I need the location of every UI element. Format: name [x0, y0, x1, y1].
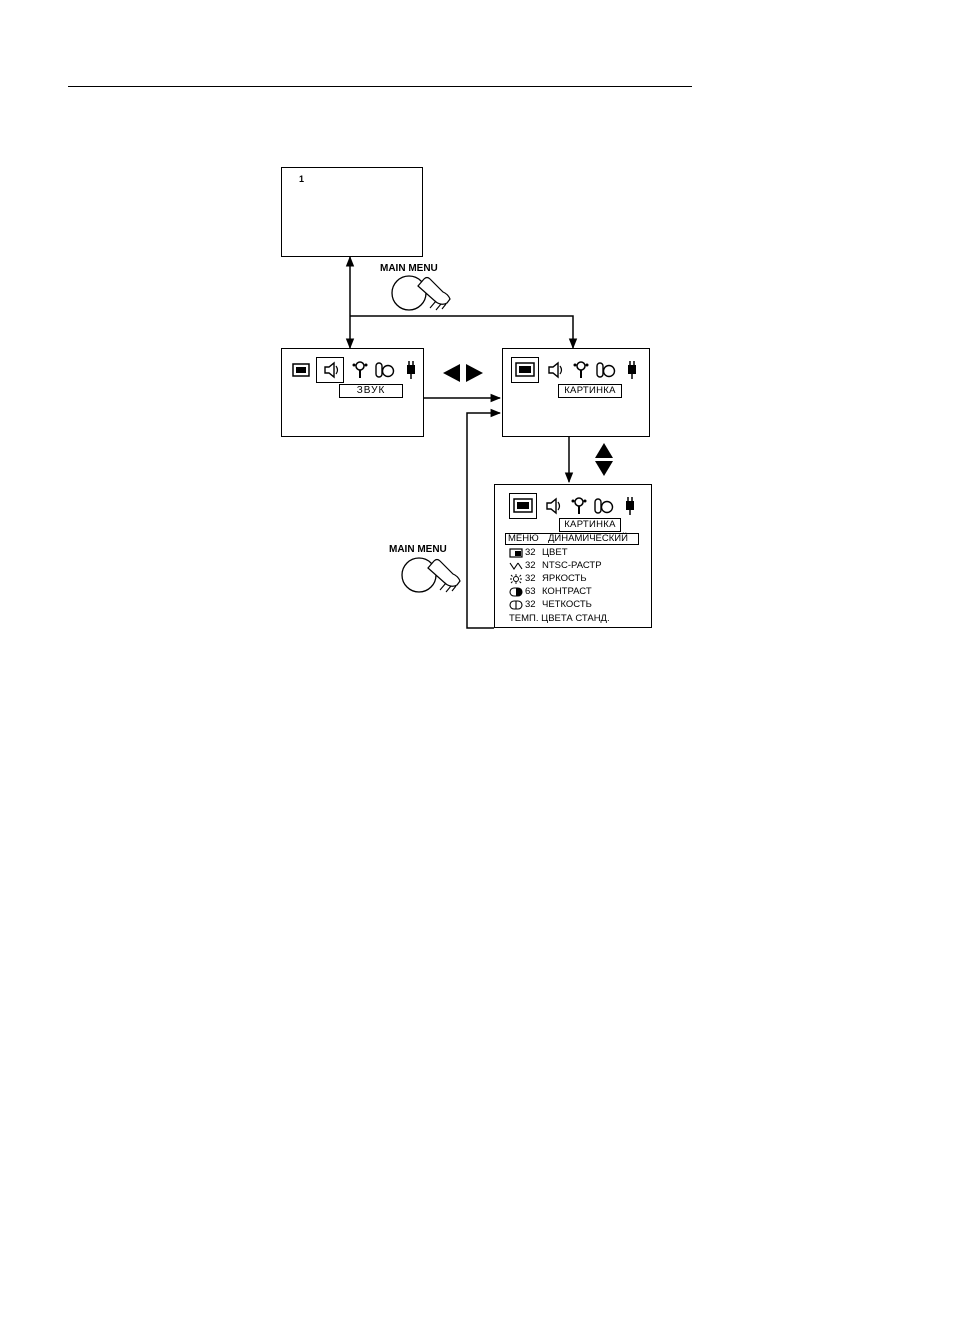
mode-value: ДИНАМИЧЕСКИЙ	[548, 533, 628, 544]
main-menu-label: MAIN MENU	[389, 544, 447, 555]
remote-icon[interactable]	[348, 359, 370, 381]
channel-number: 1	[299, 174, 304, 184]
timer-icon[interactable]	[593, 495, 615, 517]
menu-title-label: КАРТИНКА	[559, 518, 621, 532]
menu-item-brightness[interactable]: 32 ЯРКОСТЬ	[509, 573, 587, 584]
hand-press-icon	[402, 558, 460, 592]
sound-icon[interactable]	[316, 357, 344, 383]
tint-icon	[509, 561, 523, 571]
left-right-arrows-icon	[443, 364, 483, 382]
timer-icon[interactable]	[595, 359, 617, 381]
plug-icon[interactable]	[621, 359, 643, 381]
hand-press-icon	[392, 276, 450, 310]
up-down-arrows-icon	[595, 443, 613, 476]
menu-title-label: КАРТИНКА	[558, 384, 622, 398]
remote-icon[interactable]	[567, 495, 589, 517]
timer-icon[interactable]	[374, 359, 396, 381]
sound-icon[interactable]	[541, 495, 563, 517]
menu-icon-row	[511, 357, 643, 383]
sharpness-icon	[509, 600, 523, 610]
picture-menu-screen: КАРТИНКА	[502, 348, 650, 437]
plug-icon[interactable]	[400, 359, 422, 381]
picture-icon[interactable]	[511, 357, 539, 383]
picture-icon[interactable]	[509, 493, 537, 519]
menu-item-contrast[interactable]: 63 КОНТРАСТ	[509, 586, 592, 597]
mode-selector[interactable]: МЕНЮ ДИНАМИЧЕСКИЙ	[505, 533, 639, 545]
remote-icon[interactable]	[569, 359, 591, 381]
sound-menu-screen: ЗВУК	[281, 348, 424, 437]
contrast-icon	[509, 587, 523, 597]
mode-key: МЕНЮ	[508, 533, 539, 544]
menu-item-tint[interactable]: 32 NTSC-РАСТР	[509, 560, 602, 571]
sound-icon[interactable]	[543, 359, 565, 381]
menu-icon-row	[290, 357, 422, 383]
picture-icon[interactable]	[290, 359, 312, 381]
menu-item-color[interactable]: 32 ЦВЕТ	[509, 547, 568, 558]
picture-settings-screen: КАРТИНКА МЕНЮ ДИНАМИЧЕСКИЙ 32 ЦВЕТ 32 NT…	[494, 484, 652, 628]
plug-icon[interactable]	[619, 495, 641, 517]
menu-item-color-temp[interactable]: ТЕМП. ЦВЕТА СТАНД.	[509, 613, 610, 624]
brightness-icon	[509, 574, 523, 584]
color-icon	[509, 548, 523, 558]
tv-screen: 1	[281, 167, 423, 257]
menu-title-label: ЗВУК	[339, 384, 403, 398]
main-menu-label: MAIN MENU	[380, 263, 438, 274]
menu-item-sharpness[interactable]: 32 ЧЕТКОСТЬ	[509, 599, 592, 610]
menu-icon-row	[509, 493, 641, 519]
